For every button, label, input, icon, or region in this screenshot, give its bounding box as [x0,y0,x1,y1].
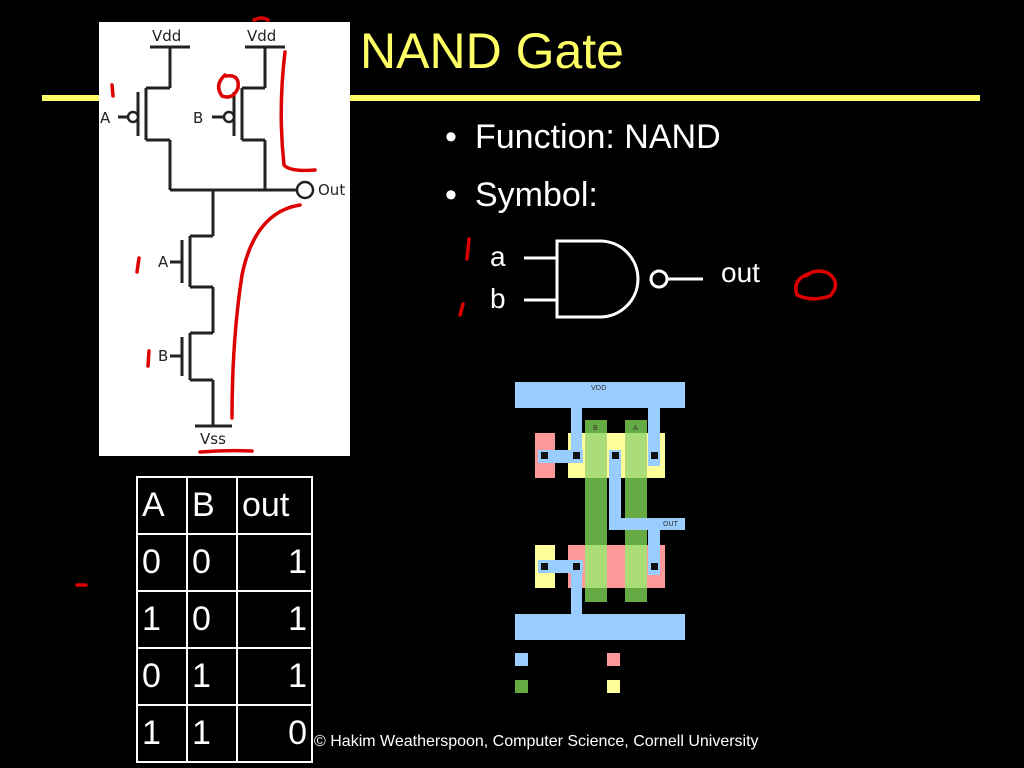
cell-b: 1 [186,647,238,706]
layout-gate-b-label: B [593,424,598,432]
symbol-input-b: b [490,283,506,314]
vdd-right-label: Vdd [247,27,276,45]
symbol-output: out [721,257,760,288]
annotation-mark [135,256,141,274]
pmos-b-label: B [193,109,203,127]
annotation-mark [252,16,270,22]
cell-a: 1 [136,590,188,649]
annotation-mark [216,73,240,99]
cell-out: 1 [236,533,313,592]
annotation-mark [465,237,471,261]
layout-out-label: OUT [663,520,679,528]
bullet-function-text: Function: NAND [475,118,721,156]
annotation-mark [146,349,151,368]
annotation-mark [110,83,115,98]
table-row: 0 1 1 [136,647,313,706]
bullet-glyph: • [445,176,457,214]
out-label: Out [318,181,345,199]
transistor-schematic: Vdd Vdd A B Out A B Vss [99,22,350,456]
vss-label: Vss [200,430,226,448]
cell-out: 0 [236,704,313,763]
cell-out: 1 [236,647,313,706]
truth-table: A B out 0 0 1 1 0 1 0 1 1 1 1 0 [136,476,313,763]
annotation-mark [230,203,302,420]
annotation-mark [279,50,317,173]
table-row: 1 1 0 [136,704,313,763]
nand-symbol: a b out [490,239,760,319]
cell-b: 0 [186,533,238,592]
nmos-b-label: B [158,347,168,365]
title-underline [42,95,980,101]
cell-a: 0 [136,533,188,592]
table-header-row: A B out [136,476,313,535]
symbol-input-a: a [490,241,506,272]
annotation-mark [198,448,254,454]
nmos-a-label: A [158,253,169,271]
annotation-mark [458,302,465,317]
cmos-layout: VDD B A OUT [515,382,685,693]
layout-gate-a-label: A [633,424,638,432]
cell-out: 1 [236,590,313,649]
vdd-left-label: Vdd [152,27,181,45]
table-row: 1 0 1 [136,590,313,649]
bullet-glyph: • [445,118,457,156]
footer-credit: © Hakim Weatherspoon, Computer Science, … [314,733,759,750]
cell-b: 0 [186,590,238,649]
bullet-symbol-text: Symbol: [475,176,598,214]
bullet-symbol: • Symbol: [445,176,598,215]
cell-b: 1 [186,704,238,763]
header-a: A [136,476,188,535]
pmos-a-label: A [100,109,111,127]
header-out: out [236,476,313,535]
bullet-function: • Function: NAND [445,118,721,157]
table-row: 0 0 1 [136,533,313,592]
cell-a: 1 [136,704,188,763]
layout-vdd-label: VDD [591,384,607,392]
annotation-mark [794,269,838,301]
header-b: B [186,476,238,535]
slide-title: NAND Gate [360,23,624,79]
cell-a: 0 [136,647,188,706]
